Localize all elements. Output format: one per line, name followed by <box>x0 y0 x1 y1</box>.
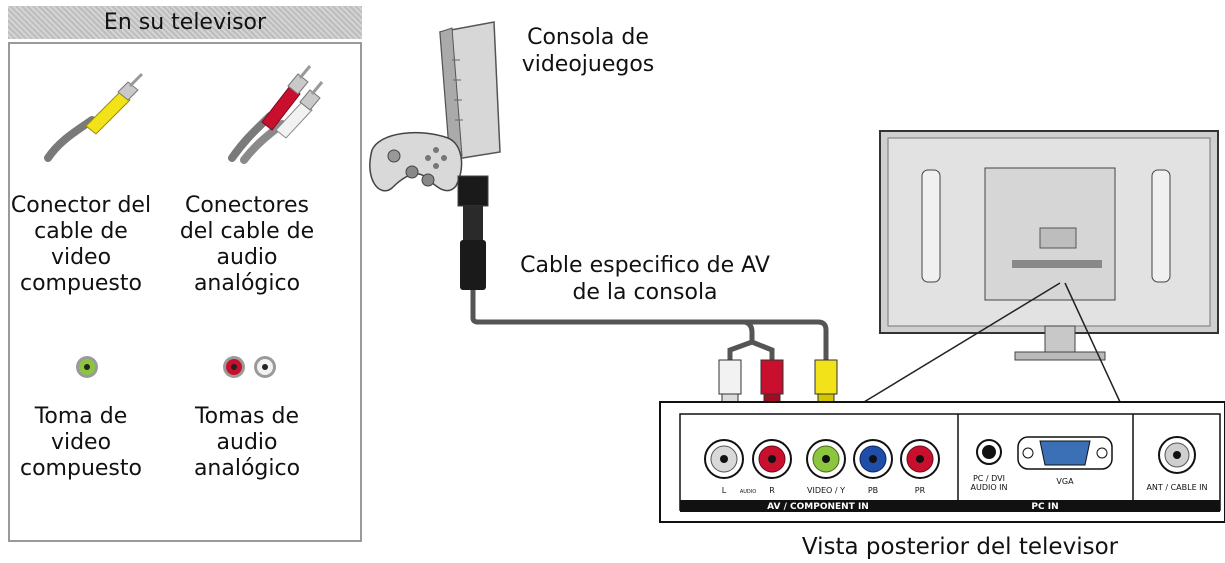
tv-caption: Vista posterior del televisor <box>801 534 1119 560</box>
game-controller-icon <box>369 131 463 192</box>
label-audio-in: AUDIO IN <box>970 483 1007 492</box>
audio-jacks-label: Tomas de audio analógico <box>193 404 301 481</box>
legend-title: En su televisor <box>8 6 362 39</box>
label-vga: VGA <box>1056 477 1074 486</box>
label-video-y: VIDEO / Y <box>807 486 845 495</box>
legend-box <box>8 42 362 542</box>
console-label: Consola de videojuegos <box>521 25 655 77</box>
video-jack-label: Toma de video compuesto <box>20 404 142 481</box>
legend-panel: En su televisor <box>8 6 362 542</box>
yellow-rca-connector-icon <box>44 72 144 162</box>
vga-port-icon <box>1017 436 1113 470</box>
green-video-jack-icon <box>76 356 98 378</box>
game-console-icon <box>439 21 501 161</box>
label-ant-cable-in: ANT / CABLE IN <box>1146 483 1207 492</box>
label-audio: AUDIO <box>740 489 756 495</box>
jack-video-y <box>806 439 846 479</box>
cable-label: Cable especifico de AV de la consola <box>520 253 770 305</box>
jack-audio-r <box>752 439 792 479</box>
audio-connectors-label: Conectores del cable de audio analógico <box>179 193 315 296</box>
jack-pb <box>853 439 893 479</box>
tv-rear-icon <box>879 130 1219 361</box>
label-pc-dvi: PC / DVI <box>973 474 1005 483</box>
tv-jack-panel <box>659 401 1225 523</box>
jack-pc-audio-in <box>976 439 1002 465</box>
red-white-rca-connectors-icon <box>228 65 324 164</box>
label-pb: PB <box>868 486 878 495</box>
label-l: L <box>722 486 727 495</box>
jack-pr <box>900 439 940 479</box>
callout-line <box>1064 282 1121 403</box>
video-connector-label: Conector del cable de video compuesto <box>10 193 152 296</box>
label-r: R <box>769 486 775 495</box>
jack-audio-l <box>704 439 744 479</box>
jack-ant-cable-in <box>1158 436 1196 474</box>
callout-line <box>863 282 1061 403</box>
section-pc-in: PC IN <box>1031 502 1058 512</box>
label-pr: PR <box>915 486 926 495</box>
red-white-audio-jacks-icon <box>223 356 276 378</box>
section-av-component-in: AV / COMPONENT IN <box>767 502 869 512</box>
console-cable <box>457 175 829 362</box>
